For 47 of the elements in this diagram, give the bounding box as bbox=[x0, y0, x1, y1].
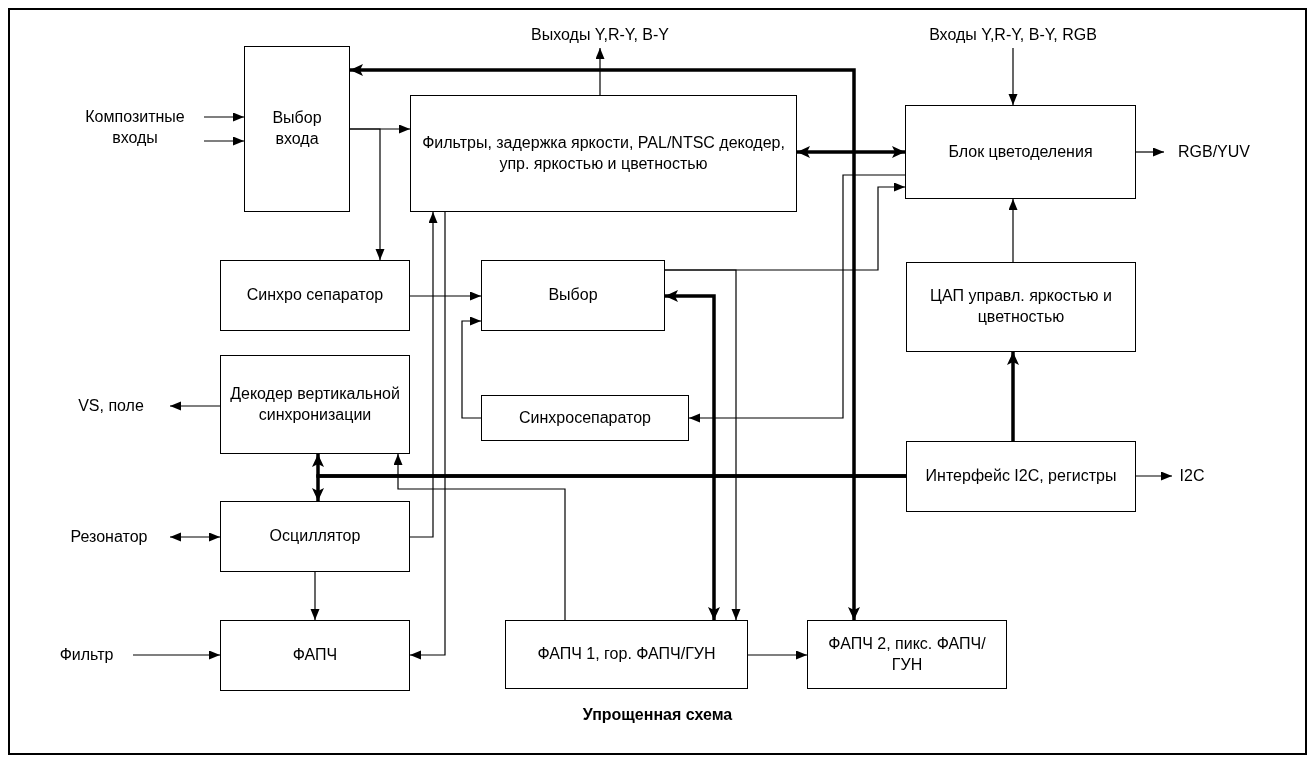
arrow bbox=[688, 174, 906, 423]
block-box: Интерфейс I2C, регистры bbox=[906, 441, 1136, 512]
arrow bbox=[1007, 352, 1019, 441]
arrow bbox=[747, 650, 808, 660]
signal-label: I2C bbox=[1172, 464, 1212, 488]
arrow bbox=[797, 146, 905, 158]
signal-label: RGB/YUV bbox=[1164, 140, 1264, 164]
block-box: ФАПЧ bbox=[220, 620, 410, 691]
block-box: Фильтры, задержка яркости, PAL/NTSC декодер, упр. яркостью и цветностью bbox=[410, 95, 797, 212]
arrow bbox=[664, 269, 741, 621]
arrow bbox=[1008, 47, 1018, 106]
arrow bbox=[169, 532, 221, 542]
block-box: Декодер вертикальной синхронизации bbox=[220, 355, 410, 454]
arrow bbox=[1008, 198, 1018, 263]
arrow bbox=[665, 290, 720, 620]
block-box: Блок цветоделения bbox=[905, 105, 1136, 199]
block-box: ФАПЧ 2, пикс. ФАПЧ/ГУН bbox=[807, 620, 1007, 689]
arrow bbox=[312, 474, 906, 501]
block-box: ФАПЧ 1, гор. ФАПЧ/ГУН bbox=[505, 620, 748, 689]
block-box: Выбор bbox=[481, 260, 665, 331]
arrow bbox=[595, 47, 605, 96]
signal-label: VS, поле bbox=[52, 394, 170, 418]
arrow bbox=[349, 128, 385, 261]
block-box: ЦАП управл. яркостью и цветностью bbox=[906, 262, 1136, 352]
arrow bbox=[409, 211, 446, 660]
arrow bbox=[169, 401, 221, 411]
arrow bbox=[461, 316, 482, 419]
signal-label: Резонатор bbox=[48, 525, 170, 549]
arrow bbox=[203, 136, 245, 146]
block-box: Синхро сепаратор bbox=[220, 260, 410, 331]
arrow bbox=[203, 112, 245, 122]
block-box: Выбор входа bbox=[244, 46, 350, 212]
arrow bbox=[409, 211, 438, 538]
arrow bbox=[393, 453, 566, 621]
arrow bbox=[350, 64, 860, 620]
caption: Упрощенная схема bbox=[581, 706, 734, 724]
arrow bbox=[409, 291, 482, 301]
block-box: Синхросепаратор bbox=[481, 395, 689, 441]
arrow bbox=[1135, 471, 1173, 481]
signal-label: Выходы Y,R-Y, B-Y bbox=[516, 22, 684, 48]
signal-label: Фильтр bbox=[40, 643, 133, 667]
arrow bbox=[1135, 147, 1165, 157]
signal-label: Композитные входы bbox=[66, 103, 204, 153]
signal-label: Входы Y,R-Y, B-Y, RGB bbox=[914, 22, 1112, 48]
arrow bbox=[132, 650, 221, 660]
arrow bbox=[310, 571, 320, 621]
block-box: Осциллятор bbox=[220, 501, 410, 572]
